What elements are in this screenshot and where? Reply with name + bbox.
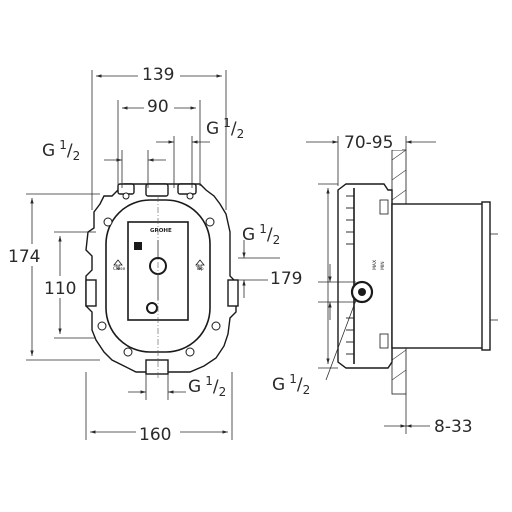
mounting-screws: [97, 192, 221, 357]
label-max: MAX: [372, 260, 378, 270]
side-body: [337, 183, 393, 369]
top-lug-mid: [145, 183, 169, 197]
side-view: MAX MIN: [337, 149, 498, 395]
right-port: [227, 279, 239, 307]
arrow-top-icon: [195, 259, 205, 270]
left-port: [85, 279, 97, 307]
dim-174: 174: [8, 247, 40, 267]
label-min: MIN: [380, 261, 386, 270]
logo-text: GROHE: [150, 228, 172, 234]
front-view: GROHE Close Top: [85, 183, 239, 380]
dim-90: 90: [147, 97, 169, 117]
dim-8-33: 8-33: [434, 417, 473, 437]
cover-flange: [481, 201, 491, 351]
dim-110: 110: [44, 279, 76, 299]
cover-sleeve: [391, 203, 485, 349]
dim-70-95: 70-95: [344, 133, 393, 153]
top-lug-right: [177, 183, 197, 195]
arrow-close-icon: [113, 259, 123, 270]
dim-160: 160: [139, 425, 171, 445]
dim-179: 179: [270, 269, 302, 289]
side-ribs: [346, 195, 354, 355]
bottom-port: [145, 359, 169, 375]
lower-valve: [146, 302, 158, 314]
front-body-outline: [85, 183, 237, 373]
dim-139: 139: [142, 65, 174, 85]
plate-detail-square: [134, 242, 142, 250]
